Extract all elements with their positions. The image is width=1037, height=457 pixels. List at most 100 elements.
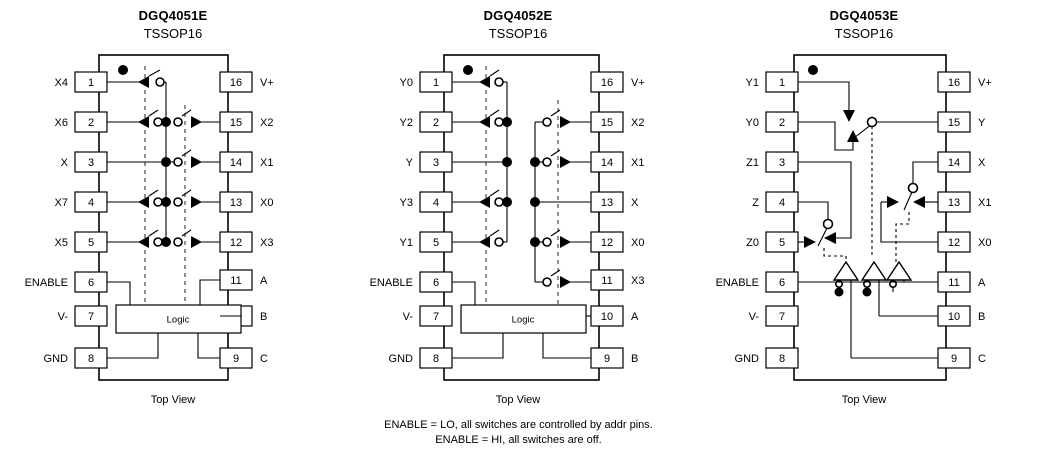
pin-number: 11 [230, 275, 241, 287]
pin-label: Y [978, 117, 986, 129]
pin-label: B [978, 311, 985, 323]
pin-number: 4 [433, 197, 439, 209]
pin-label: GND [44, 353, 69, 365]
pin-number: 8 [88, 353, 94, 365]
pin-box[interactable] [765, 305, 799, 327]
pin-label: ENABLE [716, 277, 759, 289]
pin-label: V- [749, 311, 760, 323]
pin-box[interactable] [219, 71, 253, 93]
pin-number: 7 [88, 311, 94, 323]
pin-number: 14 [230, 157, 242, 169]
pin-box[interactable] [937, 71, 971, 93]
pin-number: 2 [779, 117, 785, 129]
pin-label: X [631, 197, 639, 209]
pin-label: Y1 [400, 237, 413, 249]
z-switch-blade [817, 227, 828, 247]
view-label: Top View [495, 394, 541, 406]
pin-number: 13 [230, 197, 242, 209]
switch-row [107, 149, 220, 168]
y0-arrow [847, 130, 859, 142]
chip-body [793, 54, 947, 381]
y1-arrow [843, 110, 855, 122]
pin-label: X1 [631, 157, 644, 169]
pin-number: 6 [779, 277, 785, 289]
y-switch-pivot [866, 116, 878, 128]
pin-number: 5 [433, 237, 439, 249]
logic-block [460, 304, 587, 334]
pin-label: Z0 [746, 237, 759, 249]
pin-label: X [61, 157, 69, 169]
pin-label: X1 [260, 157, 273, 169]
pin-number: 7 [779, 311, 785, 323]
pin-number: 16 [601, 77, 613, 89]
pin-label: X2 [260, 117, 273, 129]
pin-label: B [631, 353, 638, 365]
chip-body [98, 54, 229, 381]
pin-label: Y0 [746, 117, 759, 129]
y0-wire [798, 121, 854, 151]
pin-number: 4 [88, 197, 94, 209]
pin1-marker-dot [118, 65, 128, 75]
x0-wire [880, 202, 938, 243]
z1-arrow [824, 232, 836, 244]
chip-body [443, 54, 600, 381]
pin-label: B [260, 311, 267, 323]
left-pin-group: 1 2 3 4 5 6 7 8 X4 X6 X X7 X5 ENABLE V- … [25, 71, 108, 369]
pin-label: X [978, 157, 986, 169]
pin-number: 5 [779, 237, 785, 249]
pin-label: Y2 [400, 117, 413, 129]
pin-number: 5 [88, 237, 94, 249]
pin-label: Y [406, 157, 414, 169]
enable-wire [452, 281, 476, 305]
footnote-line-1: ENABLE = LO, all switches are controlled… [384, 419, 653, 431]
x-wire [912, 161, 938, 184]
pin-number: 2 [433, 117, 439, 129]
pin-number: 3 [433, 157, 439, 169]
pin-box[interactable] [765, 347, 799, 369]
logic-block [115, 304, 242, 334]
package-subtitle: TSSOP16 [488, 26, 548, 41]
switch-row [530, 229, 591, 248]
pin-number: 3 [88, 157, 94, 169]
package-subtitle: TSSOP16 [834, 26, 894, 41]
right-pin-group: 16 15 14 13 12 11 10 9 V+ X2 X1 X X0 X3 … [590, 71, 645, 369]
pin-label: X0 [260, 197, 273, 209]
pin-label: C [260, 353, 268, 365]
inverter-2-icon [860, 260, 888, 281]
pin-number: 12 [230, 237, 242, 249]
pin-number: 13 [948, 197, 960, 209]
pin-box[interactable] [590, 71, 624, 93]
pin-number: 11 [601, 275, 612, 287]
inverter-1-icon [832, 260, 860, 281]
pin-number: 13 [601, 197, 613, 209]
switch-row [530, 149, 591, 168]
pin-label: V+ [978, 77, 992, 89]
pin1-marker-dot [808, 65, 818, 75]
pin-label: Z [752, 197, 759, 209]
pin-number: 15 [948, 117, 960, 129]
switch-row [107, 189, 220, 208]
pin-number: 7 [433, 311, 439, 323]
pin-label: X2 [631, 117, 644, 129]
addr-c-wire [197, 333, 220, 359]
pinout-schematic: 1 2 3 4 5 6 7 8 Y1 Y0 Z1 Z Z0 ENABLE V- … [716, 54, 992, 381]
switch-row [107, 109, 220, 128]
package-diagram-dgq4051e: DGQ4051E TSSOP16 1 2 3 4 5 6 7 8 X4 X6 X [0, 0, 346, 420]
pin-label: A [631, 311, 639, 323]
pin1-marker-dot [463, 65, 473, 75]
pin-box[interactable] [419, 305, 453, 327]
inverter-3-icon [885, 260, 913, 281]
pin-number: 9 [951, 353, 957, 365]
pin-number: 1 [779, 77, 785, 89]
pinout-schematic: 1 2 3 4 5 6 7 8 Y0 Y2 Y Y3 Y1 ENABLE V- … [370, 54, 645, 381]
package-title: DGQ4051E [138, 8, 208, 23]
pin-label: X0 [978, 237, 991, 249]
pin-box[interactable] [590, 269, 624, 291]
z-wire [798, 201, 829, 222]
pin-number: 1 [88, 77, 94, 89]
pin-number: 4 [779, 197, 785, 209]
pin-label: GND [735, 353, 760, 365]
x0-arrow [887, 196, 899, 208]
pin-box[interactable] [74, 305, 108, 327]
pin-number: 15 [601, 117, 613, 129]
